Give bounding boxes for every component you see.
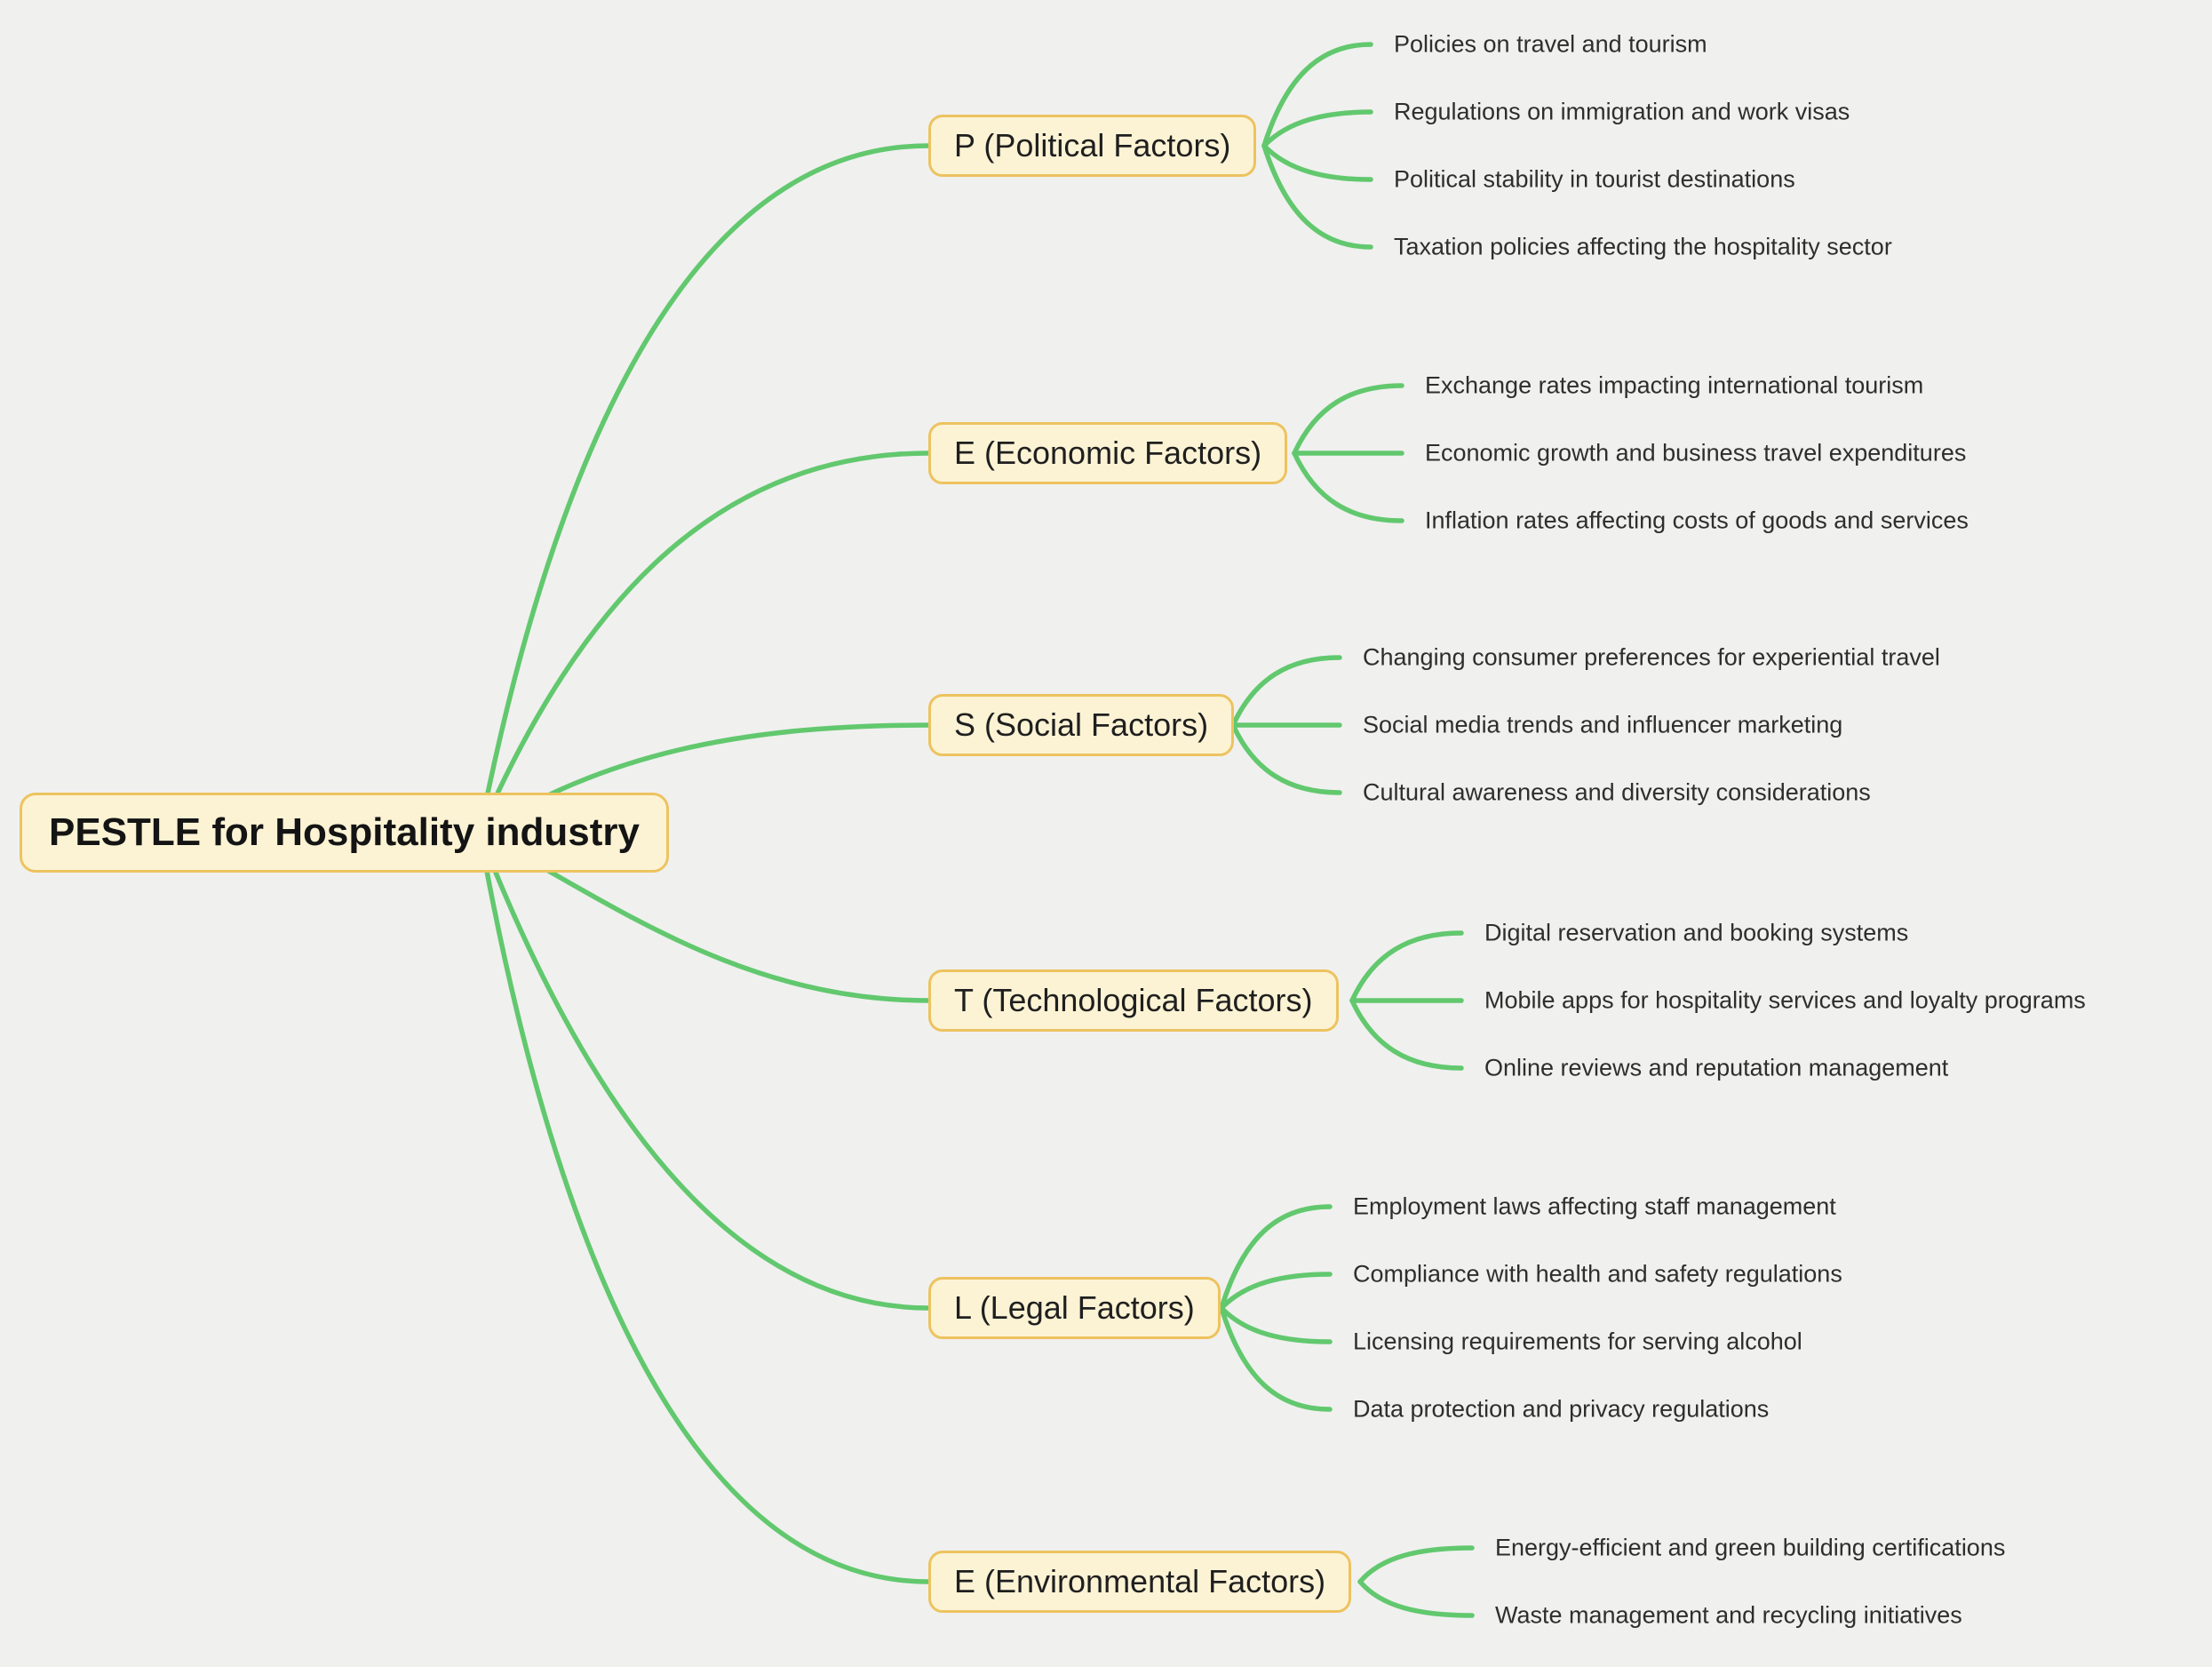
leaf-node[interactable]: Social media trends and influencer marke… <box>1363 711 1843 738</box>
leaf-node[interactable]: Inflation rates affecting costs of goods… <box>1425 506 1969 534</box>
connector-leaf <box>1349 930 1464 1003</box>
connector-environmental-leaves <box>1357 1545 1475 1618</box>
leaf-node[interactable]: Changing consumer preferences for experi… <box>1363 643 1940 671</box>
branch-node-social[interactable]: S (Social Factors) <box>928 694 1235 756</box>
connector-root-environmental <box>477 830 931 1584</box>
connector-root-economic <box>477 451 931 835</box>
connector-leaf <box>1357 1579 1475 1618</box>
leaf-node[interactable]: Economic growth and business travel expe… <box>1425 439 1967 467</box>
branch-node-political[interactable]: P (Political Factors) <box>928 115 1257 177</box>
branch-node-economic[interactable]: E (Economic Factors) <box>928 422 1288 484</box>
connector-leaf <box>1261 143 1373 250</box>
leaf-node[interactable]: Energy-efficient and green building cert… <box>1495 1534 2006 1561</box>
leaf-node[interactable]: Data protection and privacy regulations <box>1353 1395 1770 1423</box>
connector-leaf <box>1219 1272 1333 1311</box>
connector-leaf <box>1230 655 1342 728</box>
connector-root-legal <box>477 830 931 1311</box>
connector-leaf <box>1357 1545 1475 1584</box>
leaf-node[interactable]: Employment laws affecting staff manageme… <box>1353 1192 1836 1220</box>
connector-leaf <box>1349 998 1464 1071</box>
leaf-node[interactable]: Regulations on immigration and work visa… <box>1394 98 1850 125</box>
connector-economic-leaves <box>1292 383 1404 523</box>
connector-leaf <box>1230 722 1342 795</box>
connector-leaf <box>1292 451 1404 523</box>
connector-root-political <box>477 143 931 835</box>
leaf-node[interactable]: Cultural awareness and diversity conside… <box>1363 778 1871 806</box>
connector-leaf <box>1292 383 1404 456</box>
connector-legal-leaves <box>1219 1204 1333 1412</box>
branch-node-technological[interactable]: T (Technological Factors) <box>928 969 1339 1032</box>
connector-leaf <box>1261 143 1373 182</box>
leaf-node[interactable]: Licensing requirements for serving alcoh… <box>1353 1328 1802 1355</box>
connector-social-leaves <box>1230 655 1342 795</box>
leaf-node[interactable]: Exchange rates impacting international t… <box>1425 371 1924 399</box>
leaf-node[interactable]: Mobile apps for hospitality services and… <box>1484 986 2086 1014</box>
connector-leaf <box>1219 1305 1333 1344</box>
leaf-node[interactable]: Policies on travel and tourism <box>1394 30 1707 58</box>
connector-leaf <box>1219 1204 1333 1311</box>
connector-leaf <box>1261 42 1373 148</box>
connector-political-leaves <box>1261 42 1373 250</box>
connector-technological-leaves <box>1349 930 1464 1071</box>
root-node[interactable]: PESTLE for Hospitality industry <box>20 793 669 873</box>
connector-leaf <box>1261 109 1373 148</box>
leaf-node[interactable]: Waste management and recycling initiativ… <box>1495 1601 1962 1629</box>
connector-leaf <box>1219 1305 1333 1412</box>
leaf-node[interactable]: Compliance with health and safety regula… <box>1353 1260 1842 1288</box>
leaf-node[interactable]: Online reviews and reputation management <box>1484 1054 1949 1081</box>
leaf-node[interactable]: Political stability in tourist destinati… <box>1394 165 1795 193</box>
branch-node-legal[interactable]: L (Legal Factors) <box>928 1277 1221 1339</box>
leaf-node[interactable]: Taxation policies affecting the hospital… <box>1394 233 1892 260</box>
leaf-node[interactable]: Digital reservation and booking systems <box>1484 919 1909 946</box>
branch-node-environmental[interactable]: E (Environmental Factors) <box>928 1551 1352 1613</box>
